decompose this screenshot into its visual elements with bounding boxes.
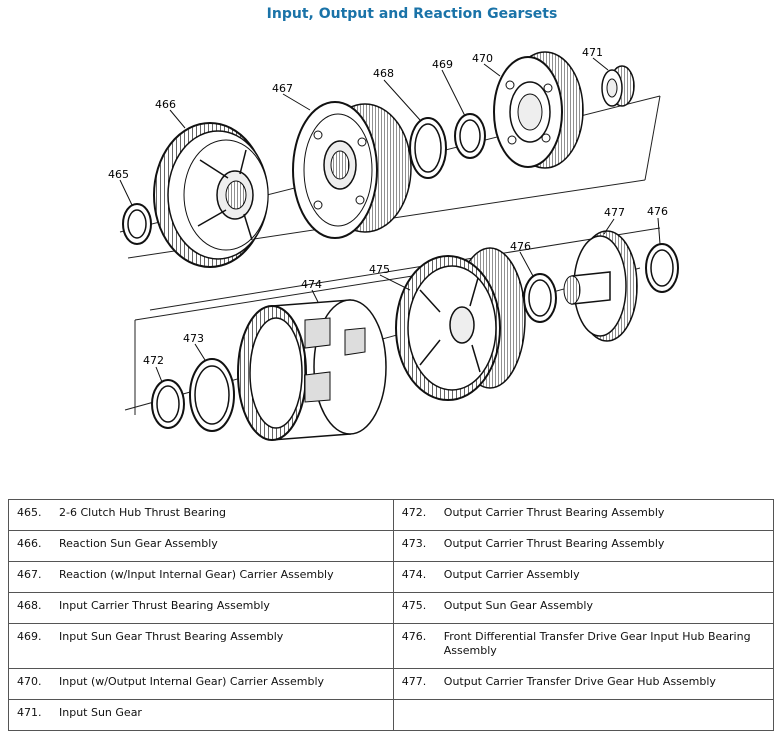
part-468-thrust-bearing — [409, 117, 447, 179]
callout-465: 465 — [108, 168, 129, 181]
legend-num: 466. — [17, 537, 42, 550]
legend-row: 465. 2-6 Clutch Hub Thrust Bearing 472. Ou… — [8, 499, 775, 531]
legend-text: Input Carrier Thrust Bearing Assembly — [59, 599, 270, 612]
leader-lines — [119, 57, 661, 383]
legend-text: Front Differential Transfer Drive Gear I… — [443, 630, 751, 657]
diagram-title: Input, Output and Reaction Gearsets — [266, 6, 558, 22]
legend-row: 470. Input (w/Output Internal Gear) Carri… — [8, 668, 775, 700]
legend-num: 475. — [401, 599, 427, 612]
legend-text: 2-6 Clutch Hub Thrust Bearing — [59, 506, 227, 519]
callout-470: 470 — [472, 52, 493, 65]
legend-num: 469. — [17, 630, 42, 643]
legend-text: Input Sun Gear Thrust Bearing Assembly — [59, 630, 284, 643]
legend-row: 467. Reaction (w/Input Internal Gear) Car… — [8, 561, 775, 593]
callout-477: 477 — [604, 206, 625, 219]
part-477-transfer-drive-gear-hub — [563, 230, 638, 342]
callout-473: 473 — [183, 332, 204, 345]
part-476-hub-bearing-upper — [645, 243, 679, 293]
legend-row: 471. Input Sun Gear — [8, 699, 775, 731]
callout-469: 469 — [432, 58, 453, 71]
callout-471: 471 — [582, 46, 603, 59]
callout-474: 474 — [301, 278, 322, 291]
legend-num: 468. — [17, 599, 42, 612]
legend-text: Output Carrier Assembly — [443, 568, 580, 581]
part-466-reaction-sun-gear — [153, 122, 269, 268]
part-465-thrust-bearing — [122, 203, 152, 245]
callout-476-lower: 476 — [510, 240, 531, 253]
legend-num: 477. — [401, 675, 427, 688]
legend-num: 474. — [401, 568, 427, 581]
parts-legend-table: 465. 2-6 Clutch Hub Thrust Bearing 472. Ou… — [8, 499, 775, 731]
callout-475: 475 — [369, 263, 390, 276]
legend-num: 465. — [17, 506, 42, 519]
legend-text: Output Carrier Thrust Bearing Assembly — [443, 506, 665, 519]
callout-476-upper: 476 — [647, 205, 668, 218]
part-473-thrust-bearing — [189, 358, 235, 432]
legend-num: 467. — [17, 568, 42, 581]
legend-text: Reaction (w/Input Internal Gear) Carrier… — [59, 568, 334, 581]
part-470-input-carrier — [493, 51, 584, 169]
exploded-gearset-diagram: 465 466 467 468 469 470 471 472 473 474 … — [108, 46, 679, 441]
part-471-input-sun-gear — [601, 65, 635, 107]
part-472-thrust-bearing — [151, 379, 185, 429]
legend-num: 472. — [401, 506, 427, 519]
legend-text: Output Carrier Thrust Bearing Assembly — [443, 537, 665, 550]
part-469-thrust-bearing — [454, 113, 486, 159]
legend-row: 468. Input Carrier Thrust Bearing Assembl… — [8, 592, 775, 624]
legend-num: 470. — [17, 675, 42, 688]
legend-text: Output Sun Gear Assembly — [443, 599, 593, 612]
part-474-output-carrier — [237, 299, 387, 441]
callout-468: 468 — [373, 67, 394, 80]
part-475-output-sun-gear — [395, 247, 526, 401]
callout-467: 467 — [272, 82, 293, 95]
legend-row: 469. Input Sun Gear Thrust Bearing Assemb… — [8, 623, 775, 669]
legend-text: Input (w/Output Internal Gear) Carrier A… — [59, 675, 325, 688]
legend-num: 476. — [401, 630, 427, 643]
part-467-reaction-carrier — [292, 101, 412, 239]
part-476-hub-bearing-lower — [523, 273, 557, 323]
legend-text: Input Sun Gear — [59, 706, 142, 719]
legend-row: 466. Reaction Sun Gear Assembly 473. Outpu… — [8, 530, 775, 562]
callout-466: 466 — [155, 98, 176, 111]
callout-472: 472 — [143, 354, 164, 367]
legend-text: Output Carrier Transfer Drive Gear Hub A… — [443, 675, 716, 688]
legend-num: 473. — [401, 537, 427, 550]
legend-num: 471. — [17, 706, 42, 719]
legend-text: Reaction Sun Gear Assembly — [59, 537, 218, 550]
